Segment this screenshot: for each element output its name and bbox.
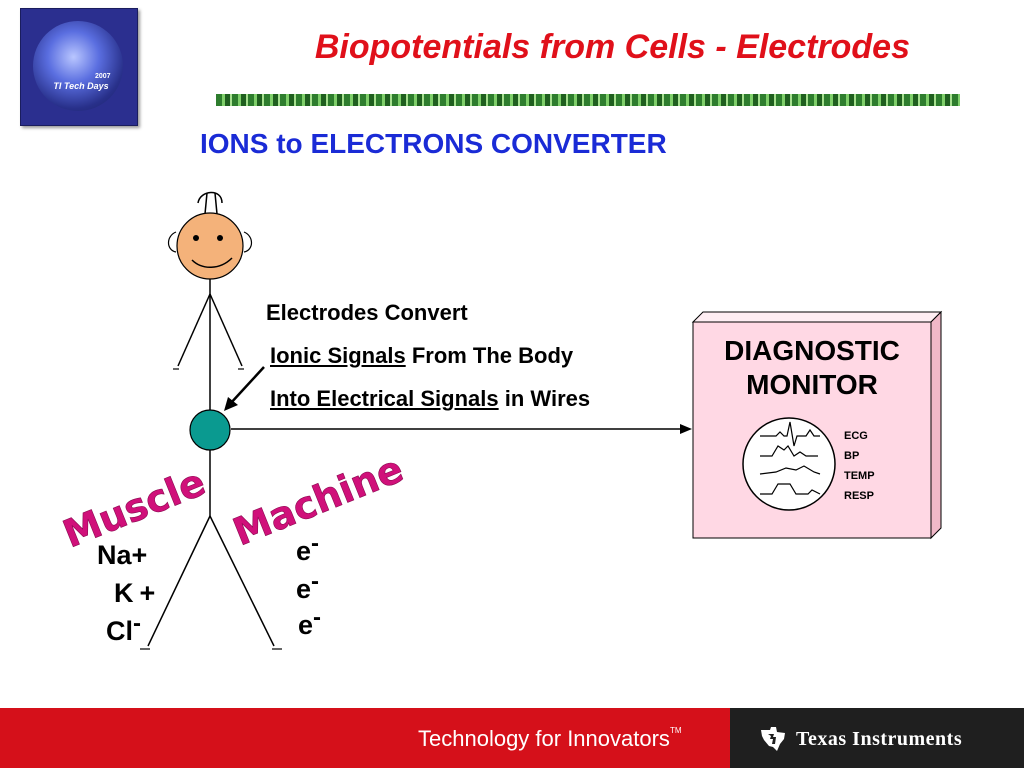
ion-symbol: Na: [97, 540, 132, 570]
hair-strand: [204, 192, 208, 215]
electron-charge: -: [311, 530, 320, 557]
ion-symbol: Cl: [106, 616, 133, 646]
face-icon: [176, 212, 244, 280]
logo-text: TI Tech Days: [53, 81, 109, 91]
hair-strand: [214, 192, 218, 215]
bp-waveform: [760, 445, 818, 457]
explanation-line-3: Into Electrical Signals in Wires: [270, 386, 590, 412]
footer-red-bar: [0, 708, 730, 768]
electron-symbol: e: [296, 574, 312, 604]
pointer-arrow: [229, 366, 265, 405]
explanation-line-1: Electrodes Convert: [266, 300, 468, 325]
monitor-item-bp: BP: [844, 450, 860, 462]
temp-waveform: [759, 465, 821, 475]
footer-slogan: Technology for InnovatorsTM: [418, 726, 682, 752]
ion-chloride: Cl-: [106, 610, 141, 647]
pointer-arrowhead: [224, 397, 238, 411]
waveform-display-icon: [742, 417, 836, 511]
left-leg: [147, 515, 211, 647]
electrical-signals-text: Into Electrical Signals: [270, 386, 499, 411]
eye-icon: [193, 235, 199, 241]
electron-symbol: e: [298, 610, 314, 640]
monitor-title-line-1: DIAGNOSTIC: [724, 335, 900, 366]
left-arm: [177, 293, 211, 367]
hair-icon: [197, 191, 223, 204]
monitor-item-ecg: ECG: [844, 430, 868, 442]
diagram-subtitle: IONS to ELECTRONS CONVERTER: [200, 128, 667, 159]
left-ear: [167, 231, 177, 253]
ti-tech-days-logo: TI Tech Days 2007: [20, 8, 138, 126]
ion-charge: +: [139, 578, 156, 608]
ion-symbol: K: [114, 578, 134, 608]
page-title: Biopotentials from Cells - Electrodes: [314, 28, 910, 66]
electron-3: e-: [298, 604, 321, 641]
ion-potassium: K+: [114, 578, 155, 609]
circuit-board-strip: [216, 94, 960, 106]
logo-year: 2007: [95, 73, 111, 80]
smile: [191, 257, 233, 268]
right-arm: [209, 293, 243, 367]
right-ear: [243, 231, 253, 253]
electron-charge: -: [311, 568, 320, 595]
electrode-dot: [189, 409, 231, 451]
trademark-mark: TM: [669, 726, 682, 735]
monitor-title: DIAGNOSTIC MONITOR: [700, 334, 924, 402]
ionic-signals-text: Ionic Signals: [270, 343, 406, 368]
explanation-line-2: Ionic Signals From The Body: [270, 343, 573, 369]
ion-charge: +: [131, 540, 148, 570]
right-leg: [209, 515, 275, 647]
electron-2: e-: [296, 568, 319, 605]
ion-sodium: Na+: [97, 540, 147, 571]
monitor-top-face: [691, 311, 943, 323]
ecg-waveform: [760, 421, 820, 447]
electron-charge: -: [313, 604, 322, 631]
electron-symbol: e: [296, 536, 312, 566]
texas-instruments-logo-icon: [761, 727, 785, 751]
ion-charge: -: [133, 610, 141, 637]
resp-waveform: [760, 483, 821, 495]
monitor-item-resp: RESP: [844, 490, 874, 502]
from-body-text: From The Body: [405, 343, 574, 368]
monitor-title-line-2: MONITOR: [746, 369, 878, 400]
electron-1: e-: [296, 530, 319, 567]
eye-icon: [217, 235, 223, 241]
monitor-side-face: [930, 310, 942, 540]
slogan-text: Technology for Innovators: [418, 726, 670, 751]
monitor-item-temp: TEMP: [844, 470, 875, 482]
company-name: Texas Instruments: [796, 728, 963, 750]
wire-arrowhead: [680, 424, 692, 434]
in-wires-text: in Wires: [498, 386, 591, 411]
logo-globe-icon: [33, 21, 123, 111]
